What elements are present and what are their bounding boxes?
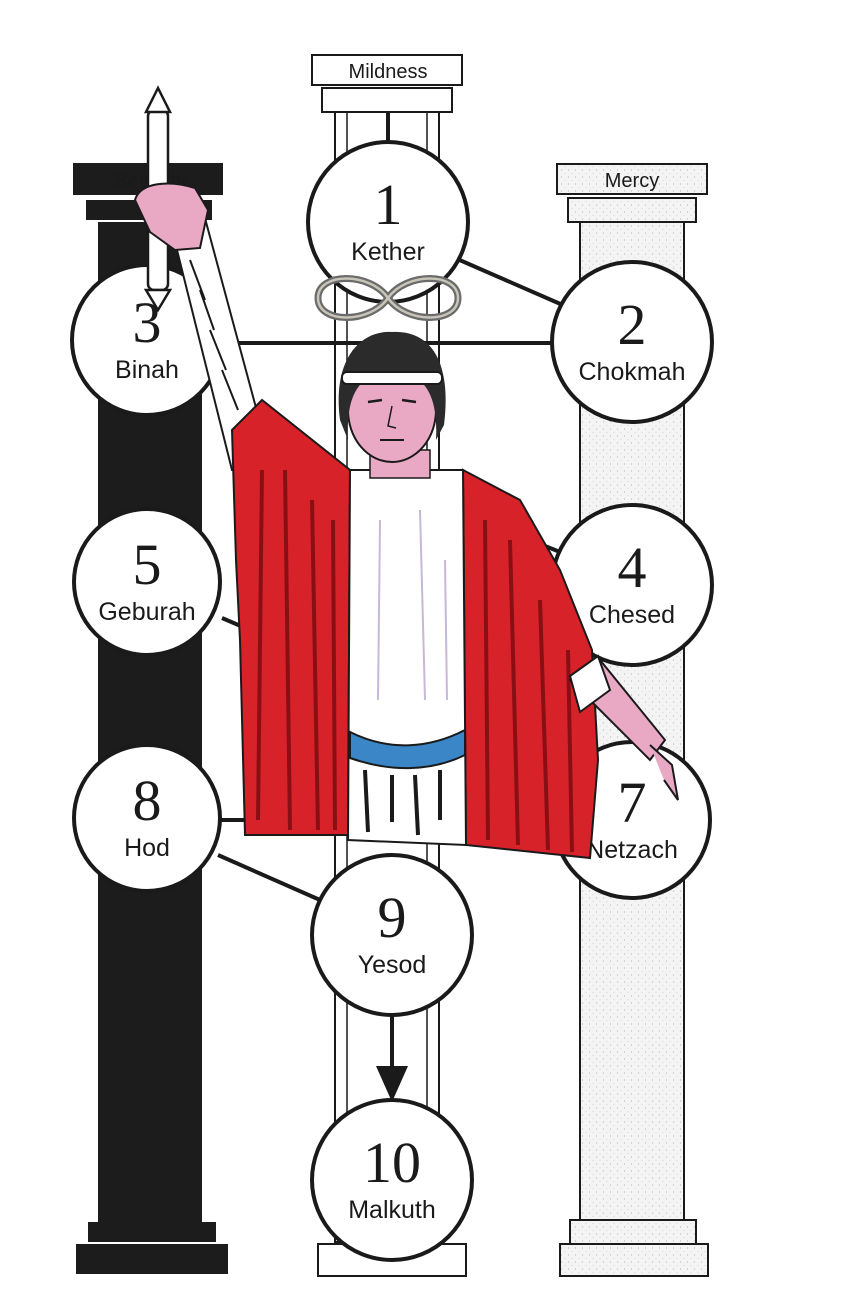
sephirah-number: 4 [618, 535, 647, 600]
raised-hand [133, 182, 210, 252]
sephirah-name: Netzach [586, 836, 678, 864]
magician-figure [133, 85, 679, 860]
sephirah-name: Malkuth [348, 1196, 436, 1224]
pointing-hand [649, 744, 679, 801]
sephirah-name: Yesod [358, 951, 427, 979]
eyes [367, 398, 417, 404]
blue-belt [349, 728, 466, 770]
robe-folds [256, 469, 574, 853]
mercy-label: Mercy [605, 170, 659, 192]
sephirah-number: 8 [133, 768, 162, 833]
severity-plinth [88, 1222, 216, 1242]
severity-base [76, 1244, 228, 1274]
hair [338, 331, 446, 440]
mildness-abacus [321, 87, 453, 113]
mercy-capital [556, 163, 708, 195]
tunic-skirt-folds [363, 769, 442, 836]
path-hod-yesod [217, 853, 321, 902]
sephirah-number: 9 [378, 885, 407, 950]
mildness-capital [311, 54, 463, 86]
sephirah-name: Kether [351, 238, 425, 266]
sephirah-number: 2 [618, 292, 647, 357]
tunic-shading [377, 509, 448, 701]
sephirah-number: 10 [363, 1130, 421, 1195]
sephirah-number: 1 [374, 172, 403, 237]
headband [341, 371, 443, 385]
sephirah-name: Hod [124, 834, 170, 862]
nose [387, 405, 397, 429]
sephirah-name: Geburah [98, 598, 195, 626]
path-kether-chokmah [454, 256, 566, 308]
sephirah-name: Chokmah [579, 358, 686, 386]
lowered-cuff [568, 654, 612, 714]
mercy-abacus [567, 197, 697, 223]
mercy-plinth [569, 1219, 697, 1245]
sephirah-circle [72, 507, 222, 657]
sleeve-folds [189, 259, 239, 411]
sephirah-name: Chesed [589, 601, 675, 629]
sephiroth: 1Kether2Chokmah3Binah4Chesed5Geburah7Net… [70, 140, 714, 1262]
sephirah-circle [310, 1098, 474, 1262]
wand-end [143, 288, 173, 313]
sephirah-number: 7 [618, 770, 647, 835]
lemniscate-highlight [316, 277, 460, 319]
sephirah-number: 5 [133, 532, 162, 597]
sephirah-circle [310, 853, 474, 1017]
sephirah-name: Binah [115, 356, 179, 384]
mercy-base [559, 1243, 709, 1277]
sephirah-circle [550, 260, 714, 424]
sephirah-circle [72, 743, 222, 893]
mildness-label: Mildness [349, 61, 428, 83]
arrow-down-icon [376, 1066, 408, 1102]
wand-tip [143, 85, 173, 114]
